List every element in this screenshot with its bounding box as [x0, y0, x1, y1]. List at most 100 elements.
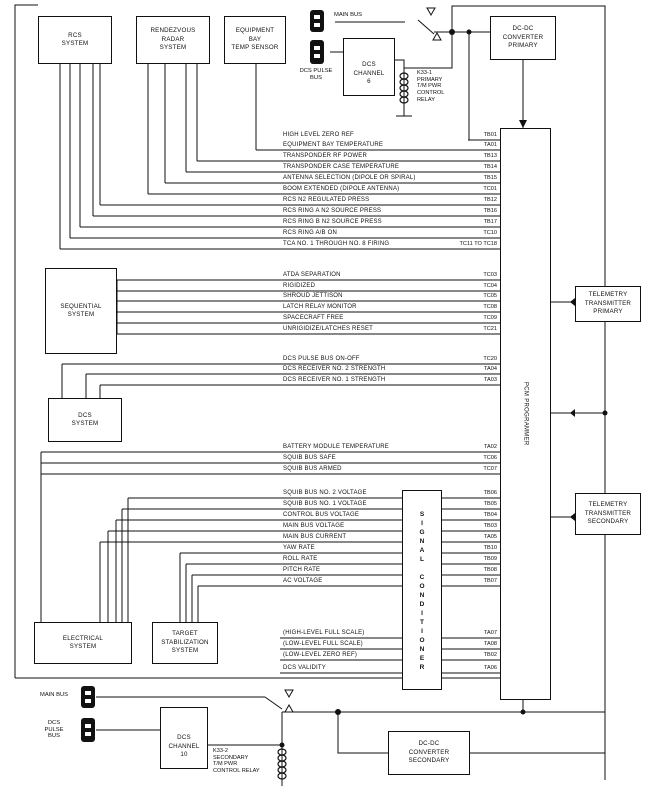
signal-conditioner-letter: I [421, 628, 423, 635]
electrical-system-box: ELECTRICAL SYSTEM [34, 622, 132, 664]
signal-code: TB07 [483, 578, 497, 584]
rcs-system-label: RCS SYSTEM [61, 31, 89, 47]
signal-label: ATDA SEPARATION [283, 272, 341, 278]
relay-coil-loop [399, 96, 409, 104]
signal-code: TC08 [483, 304, 497, 310]
dcs-channel-10-box: DCS CHANNEL 10 [160, 707, 208, 769]
relay-coil-loop [277, 772, 287, 780]
target-stabilization-label: TARGET STABILIZATION SYSTEM [161, 630, 209, 655]
signal-code: TA08 [484, 641, 497, 647]
dcs-channel-6-label: DCS CHANNEL 6 [353, 61, 385, 86]
signal-conditioner-letter: I [421, 520, 423, 527]
signal-label: PITCH RATE [283, 567, 321, 573]
sequential-system-label: SEQUENTIAL SYSTEM [60, 302, 102, 318]
telemetry-transmitter-primary-label: TELEMETRY TRANSMITTER PRIMARY [584, 291, 632, 316]
signal-conditioner-letter: D [419, 601, 425, 608]
signal-label: UNRIGIDIZE/LATCHES RESET [283, 326, 374, 332]
signal-code: TC10 [483, 230, 497, 236]
dcs-channel-6-box: DCS CHANNEL 6 [343, 38, 395, 96]
k33-2-relay-label: K33-2 SECONDARY T/M PWR CONTROL RELAY [213, 748, 260, 775]
dcs-pulse-bus-top-label: DCS PULSE BUS [299, 68, 333, 81]
signal-code: TA05 [484, 534, 497, 540]
signal-label: RCS RING A/B ON [283, 230, 338, 236]
signal-code: TC03 [483, 272, 497, 278]
signal-code: TA03 [484, 377, 497, 383]
signal-label: (LOW-LEVEL FULL SCALE) [283, 641, 363, 647]
signal-code: TA07 [484, 630, 497, 636]
dcdc-converter-primary-box: DC-DC CONVERTER PRIMARY [490, 16, 556, 60]
main-bus-top-label: MAIN BUS [333, 12, 363, 18]
signal-label: RIGIDIZED [283, 283, 316, 289]
signal-conditioner-letter: N [419, 592, 425, 599]
signal-code: TB09 [483, 556, 497, 562]
signal-label: DCS RECEIVER NO. 2 STRENGTH [283, 366, 386, 372]
signal-label: YAW RATE [283, 545, 315, 551]
signal-code: TA04 [484, 366, 497, 372]
signal-label: SHROUD JETTISON [283, 293, 343, 299]
pcm-programmer-label: PCM PROGRAMMER [522, 382, 529, 446]
rcs-system-box: RCS SYSTEM [38, 16, 112, 64]
signal-conditioner-letter: T [420, 619, 424, 626]
equipment-bay-temp-sensor-box: EQUIPMENT BAY TEMP SENSOR [224, 16, 286, 64]
dcs-channel-10-label: DCS CHANNEL 10 [168, 734, 200, 759]
signal-code: TB04 [483, 512, 497, 518]
signal-code: TB06 [483, 490, 497, 496]
signal-label: DCS PULSE BUS ON-OFF [283, 356, 360, 362]
signal-label: AC VOLTAGE [283, 578, 323, 584]
signal-label: BATTERY MODULE TEMPERATURE [283, 444, 389, 450]
signal-code: TB16 [483, 208, 497, 214]
signal-conditioner-letter: A [419, 547, 425, 554]
dcs-system-box: DCS SYSTEM [48, 398, 122, 442]
signal-label: SQUIB BUS NO. 1 VOLTAGE [283, 501, 367, 507]
signal-conditioner-letter: N [419, 646, 425, 653]
pcm-programmer-box: PCM PROGRAMMER [500, 128, 551, 700]
signal-label: ANTENNA SELECTION (DIPOLE OR SPIRAL) [283, 175, 416, 181]
signal-label: SQUIB BUS NO. 2 VOLTAGE [283, 490, 367, 496]
signal-conditioner-letter: S [419, 511, 425, 518]
signal-conditioner-letter: G [419, 529, 425, 536]
signal-conditioner-letter: L [420, 556, 424, 563]
signal-code: TC21 [483, 326, 497, 332]
signal-code: TB13 [483, 153, 497, 159]
signal-label: EQUIPMENT BAY TEMPERATURE [283, 142, 384, 148]
signal-conditioner-box [402, 490, 442, 690]
telemetry-transmitter-secondary-label: TELEMETRY TRANSMITTER SECONDARY [584, 501, 632, 526]
signal-code: TB02 [483, 652, 497, 658]
signal-conditioner-letter: O [419, 583, 425, 590]
signal-label: RCS RING A N2 SOURCE PRESS [283, 208, 382, 214]
signal-label: CONTROL BUS VOLTAGE [283, 512, 360, 518]
signal-code: TC04 [483, 283, 497, 289]
main-bus-bottom-label: MAIN BUS [39, 692, 69, 698]
k33-1-relay-label: K33-1 PRIMARY T/M PWR CONTROL RELAY [417, 70, 445, 103]
signal-code: TA06 [484, 665, 497, 671]
dcs-system-label: DCS SYSTEM [71, 411, 99, 427]
sequential-system-box: SEQUENTIAL SYSTEM [45, 268, 117, 354]
telemetry-transmitter-primary-box: TELEMETRY TRANSMITTER PRIMARY [575, 286, 641, 322]
signal-code: TC06 [483, 455, 497, 461]
signal-code: TB05 [483, 501, 497, 507]
signal-code: TC20 [483, 356, 497, 362]
signal-code: TC05 [483, 293, 497, 299]
signal-label: DCS VALIDITY [283, 665, 326, 671]
signal-label: TRANSPONDER RF POWER [283, 153, 368, 159]
signal-conditioner-letter: R [419, 664, 425, 671]
signal-label: RCS N2 REGULATED PRESS [283, 197, 370, 203]
signal-label: MAIN BUS CURRENT [283, 534, 347, 540]
signal-conditioner-letter: N [419, 538, 425, 545]
signal-code: TB03 [483, 523, 497, 529]
signal-label: (HIGH-LEVEL FULL SCALE) [283, 630, 365, 636]
signal-label: SQUIB BUS ARMED [283, 466, 342, 472]
signal-code: TB15 [483, 175, 497, 181]
signal-code: TB14 [483, 164, 497, 170]
rendezvous-radar-box: RENDEZVOUS RADAR SYSTEM [136, 16, 210, 64]
signal-label: SQUIB BUS SAFE [283, 455, 336, 461]
signal-label: SPACECRAFT FREE [283, 315, 344, 321]
signal-label: TCA NO. 1 THROUGH NO. 8 FIRING [283, 241, 390, 247]
signal-label: (LOW-LEVEL ZERO REF) [283, 652, 358, 658]
signal-label: MAIN BUS VOLTAGE [283, 523, 345, 529]
signal-code: TC07 [483, 466, 497, 472]
signal-label: ROLL RATE [283, 556, 318, 562]
signal-conditioner-letter: E [419, 655, 425, 662]
signal-code: TC09 [483, 315, 497, 321]
